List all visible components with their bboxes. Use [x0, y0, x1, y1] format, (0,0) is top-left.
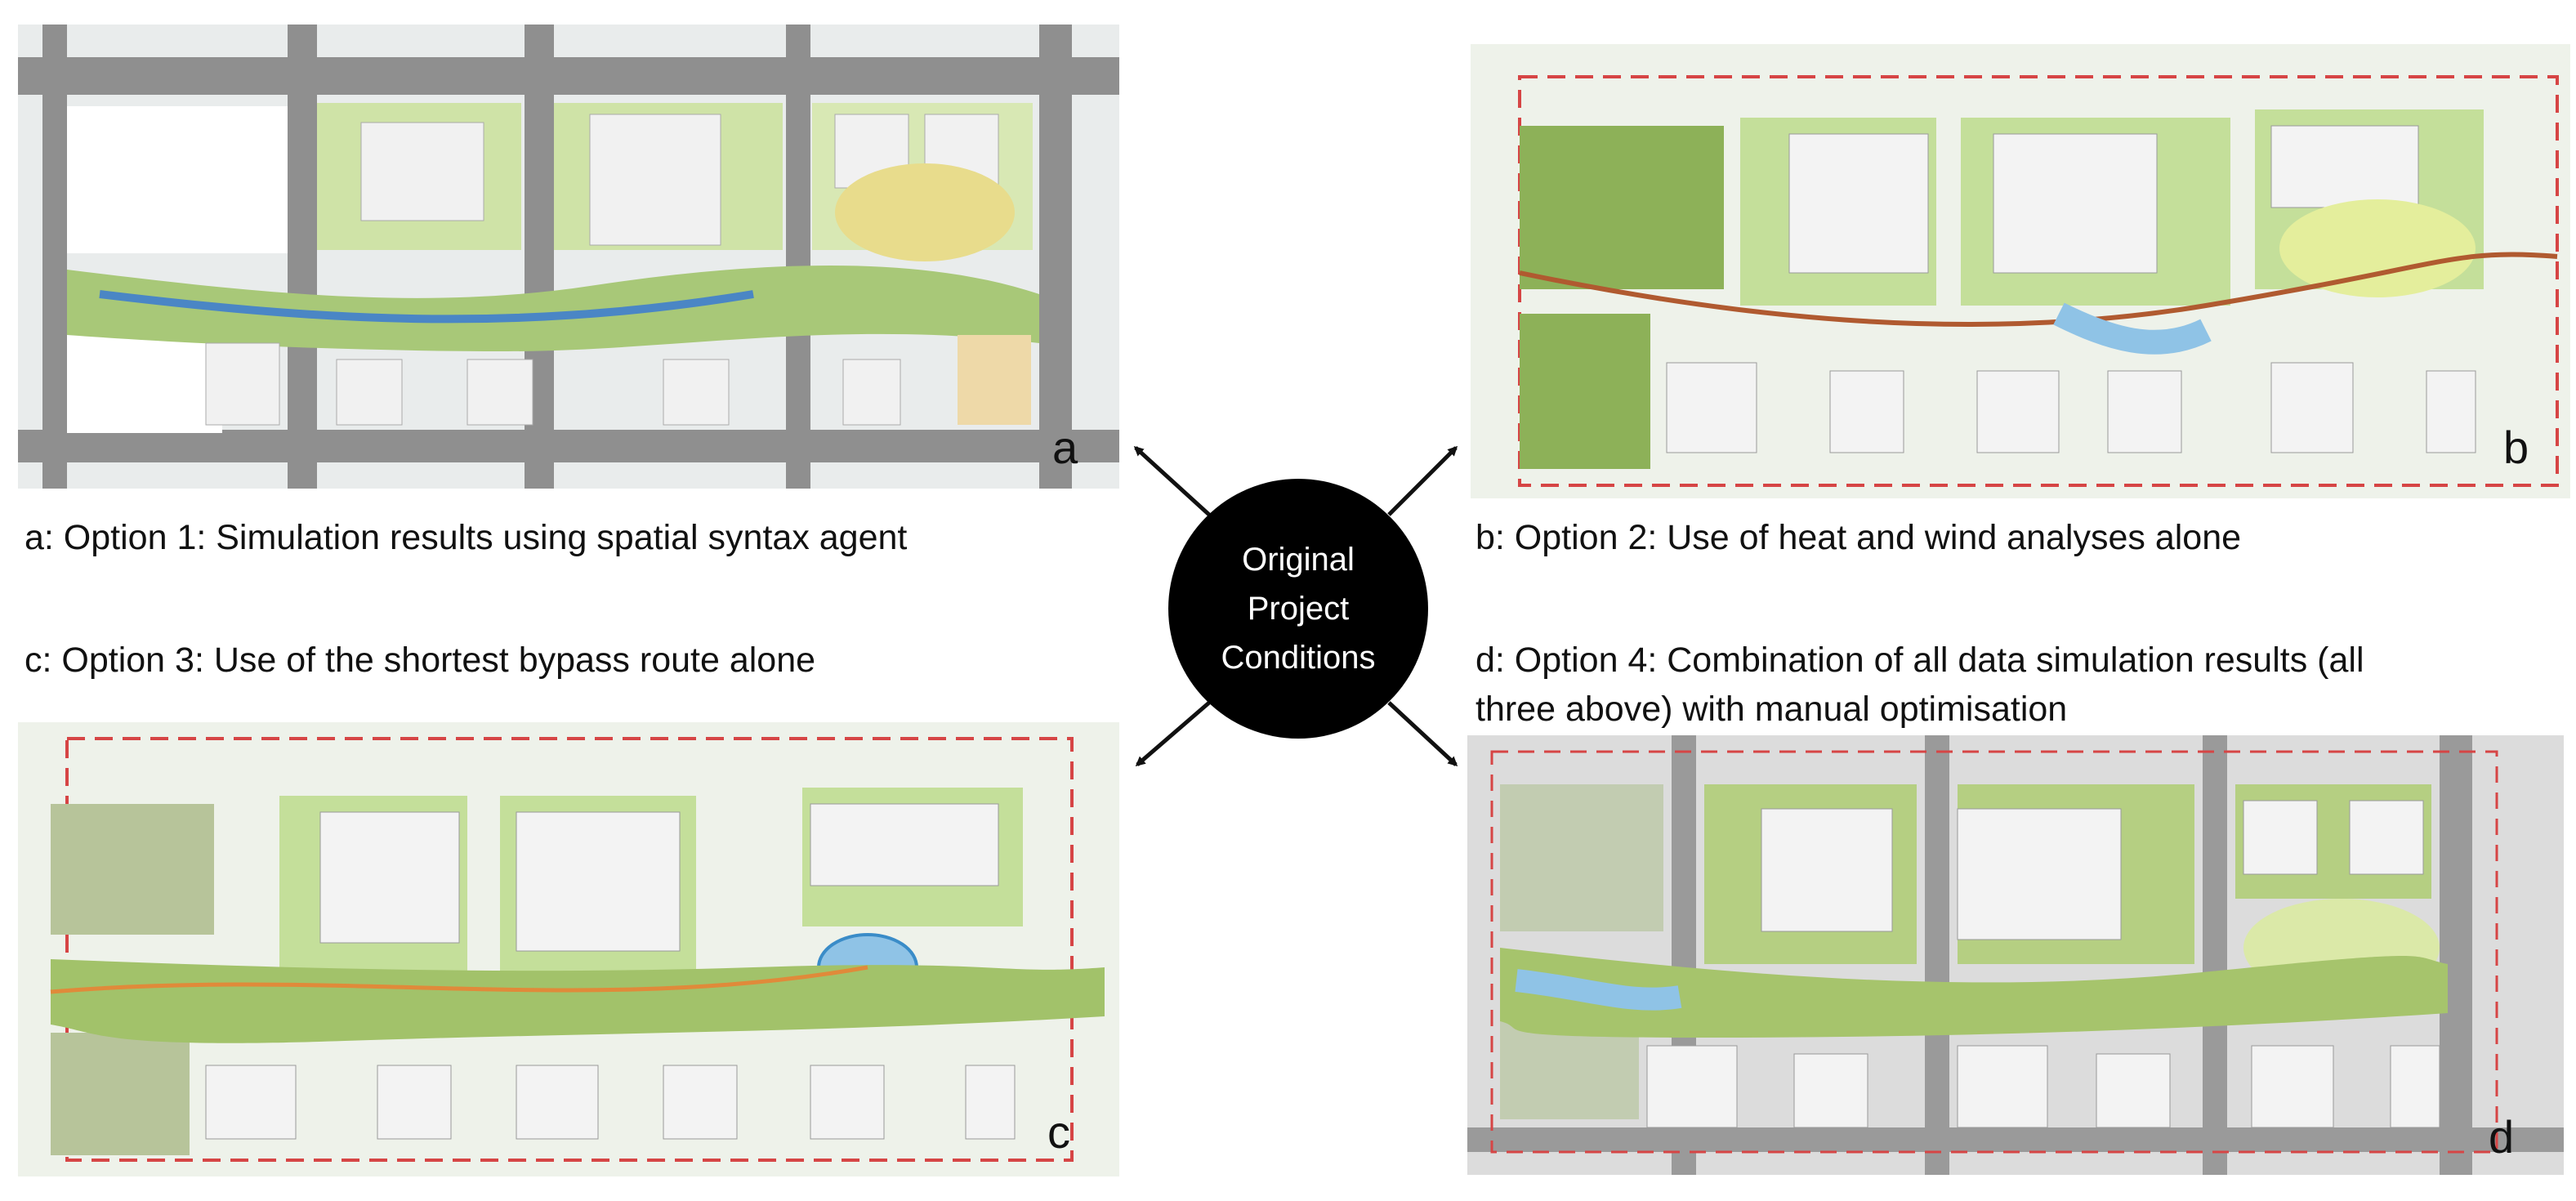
site-plan-option-1	[18, 25, 1119, 489]
arrow-to-option-1	[1133, 445, 1211, 516]
panel-letter-b: b	[2503, 422, 2529, 473]
caption-option-1: a: Option 1: Simulation results using sp…	[25, 518, 908, 557]
site-plan-option-3	[18, 722, 1119, 1176]
caption-option-4-line2: three above) with manual optimisation	[1476, 690, 2068, 729]
site-plan-d-drawing	[1467, 735, 2564, 1175]
site-plan-b-drawing	[1471, 44, 2570, 498]
original-project-conditions-node: Original Project Conditions	[1168, 479, 1428, 739]
caption-option-3: c: Option 3: Use of the shortest bypass …	[25, 641, 816, 680]
panel-letter-d: d	[2489, 1111, 2515, 1163]
panel-letter-a: a	[1052, 422, 1078, 473]
arrow-to-option-4	[1387, 701, 1458, 767]
site-plan-a-drawing	[18, 25, 1119, 489]
caption-option-4-line1: d: Option 4: Combination of all data sim…	[1476, 641, 2364, 680]
site-plan-c-drawing	[18, 722, 1119, 1176]
site-plan-option-4	[1467, 735, 2564, 1175]
site-plan-option-2	[1471, 44, 2570, 498]
arrow-to-option-2	[1387, 445, 1458, 516]
center-label: Original Project Conditions	[1221, 542, 1376, 676]
panel-letter-c: c	[1047, 1106, 1070, 1158]
caption-option-2: b: Option 2: Use of heat and wind analys…	[1476, 518, 2242, 557]
arrow-to-option-3	[1135, 701, 1211, 766]
